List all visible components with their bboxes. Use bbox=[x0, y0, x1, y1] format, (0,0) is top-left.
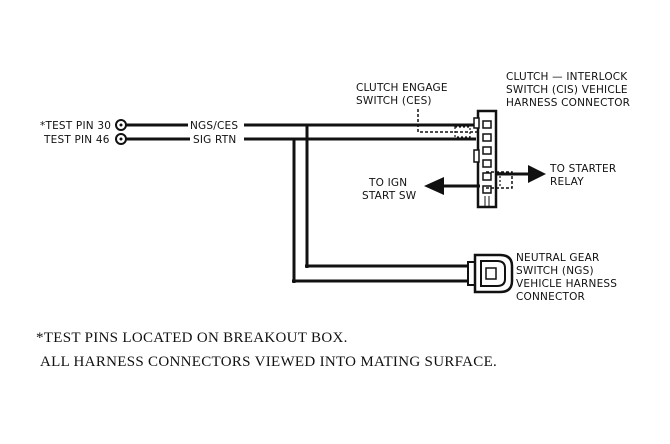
test-pin-30-label: *TEST PIN 30 bbox=[40, 120, 111, 132]
ngs-label-line1: NEUTRAL GEAR bbox=[516, 252, 599, 264]
ngs-label-line4: CONNECTOR bbox=[516, 291, 585, 303]
ign-label-line1: TO IGN bbox=[368, 177, 407, 189]
ces-label-line2: SWITCH (CES) bbox=[356, 95, 432, 107]
ces-label-line1: CLUTCH ENGAGE bbox=[356, 82, 448, 94]
test-pin-30 bbox=[115, 119, 127, 131]
ngs-label-line3: VEHICLE HARNESS bbox=[516, 278, 617, 290]
wire-ngs-ces-label: NGS/CES bbox=[190, 120, 238, 132]
footnote-connectors: ALL HARNESS CONNECTORS VIEWED INTO MATIN… bbox=[40, 354, 498, 370]
ignition-lead bbox=[424, 177, 480, 195]
cis-harness-connector bbox=[473, 109, 498, 209]
wire-ngs-ces bbox=[126, 123, 476, 268]
ign-label-line2: START SW bbox=[362, 190, 417, 202]
starter-label-line2: RELAY bbox=[550, 176, 584, 188]
ngs-harness-connector bbox=[467, 253, 514, 294]
cis-label-line1: CLUTCH — INTERLOCK bbox=[506, 71, 628, 83]
cis-label-line3: HARNESS CONNECTOR bbox=[506, 97, 630, 109]
starter-relay-lead bbox=[496, 165, 546, 183]
cis-label-line2: SWITCH (CIS) VEHICLE bbox=[506, 84, 628, 96]
interlock-switch-symbol bbox=[486, 171, 513, 189]
test-pin-46 bbox=[115, 133, 127, 145]
wire-sig-rtn-label: SIG RTN bbox=[193, 134, 236, 146]
test-pin-46-label: TEST PIN 46 bbox=[43, 134, 110, 146]
ngs-label-line2: SWITCH (NGS) bbox=[516, 265, 594, 277]
clutch-engage-switch-symbol bbox=[417, 109, 482, 138]
starter-label-line1: TO STARTER bbox=[549, 163, 616, 175]
footnote-test-pins: *TEST PINS LOCATED ON BREAKOUT BOX. bbox=[36, 330, 348, 346]
wire-sig-rtn bbox=[126, 137, 476, 283]
